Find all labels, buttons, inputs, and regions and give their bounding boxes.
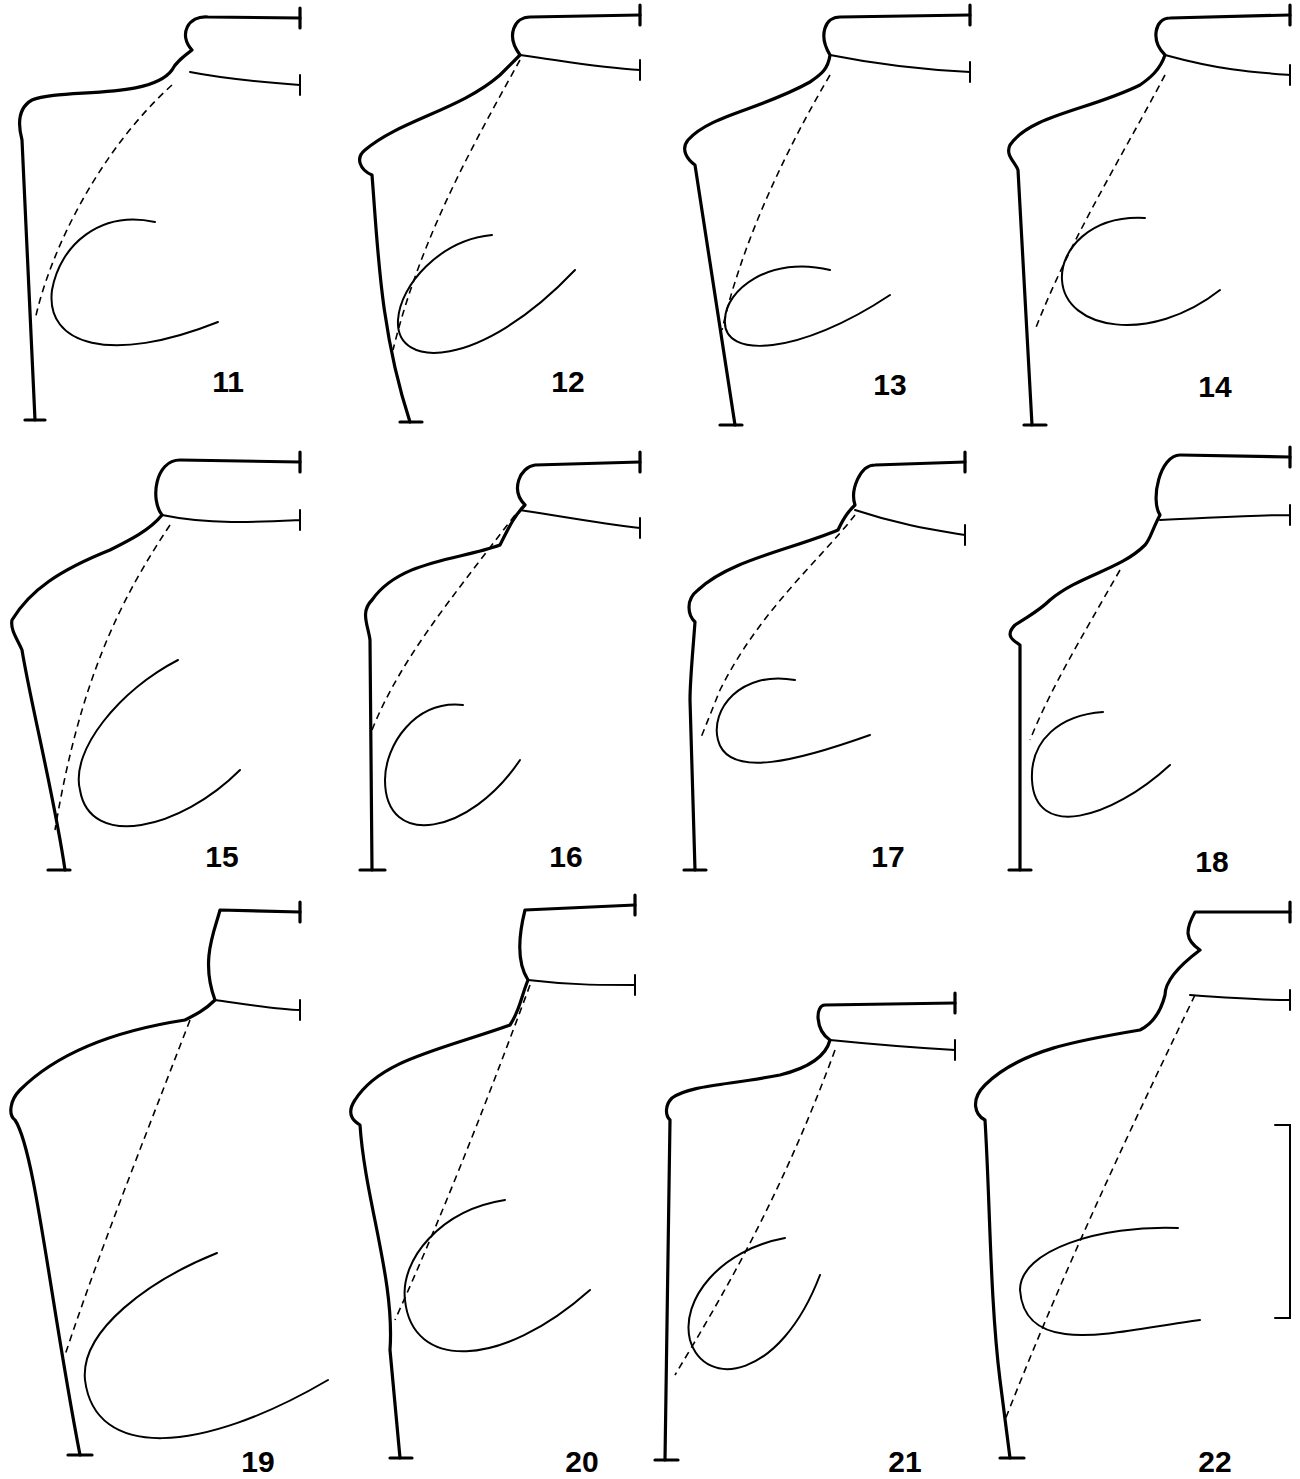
figure-number: 18 xyxy=(1195,847,1228,877)
figure-number: 19 xyxy=(241,1447,274,1477)
figure-number: 13 xyxy=(873,370,906,400)
figure-number: 16 xyxy=(549,842,582,872)
outline-22 xyxy=(976,902,1290,1458)
outline-21 xyxy=(655,993,955,1460)
figure-number: 15 xyxy=(205,842,238,872)
outline-12 xyxy=(360,5,640,422)
outline-11 xyxy=(20,8,300,420)
outline-19 xyxy=(11,902,328,1455)
figure-number: 17 xyxy=(871,842,904,872)
outline-16 xyxy=(360,452,640,870)
figure-number: 20 xyxy=(565,1447,598,1477)
figure-number: 22 xyxy=(1198,1447,1231,1477)
figure-number: 12 xyxy=(551,367,584,397)
figure-number: 14 xyxy=(1198,372,1231,402)
outline-13 xyxy=(685,5,970,425)
figure-number: 21 xyxy=(888,1447,921,1477)
scale-bar xyxy=(1275,1125,1290,1318)
outline-14 xyxy=(1009,5,1290,425)
figure-number: 11 xyxy=(212,367,244,397)
outline-17 xyxy=(684,452,965,870)
outline-20 xyxy=(351,895,635,1458)
outline-18 xyxy=(1009,447,1290,870)
outline-15 xyxy=(12,452,300,870)
